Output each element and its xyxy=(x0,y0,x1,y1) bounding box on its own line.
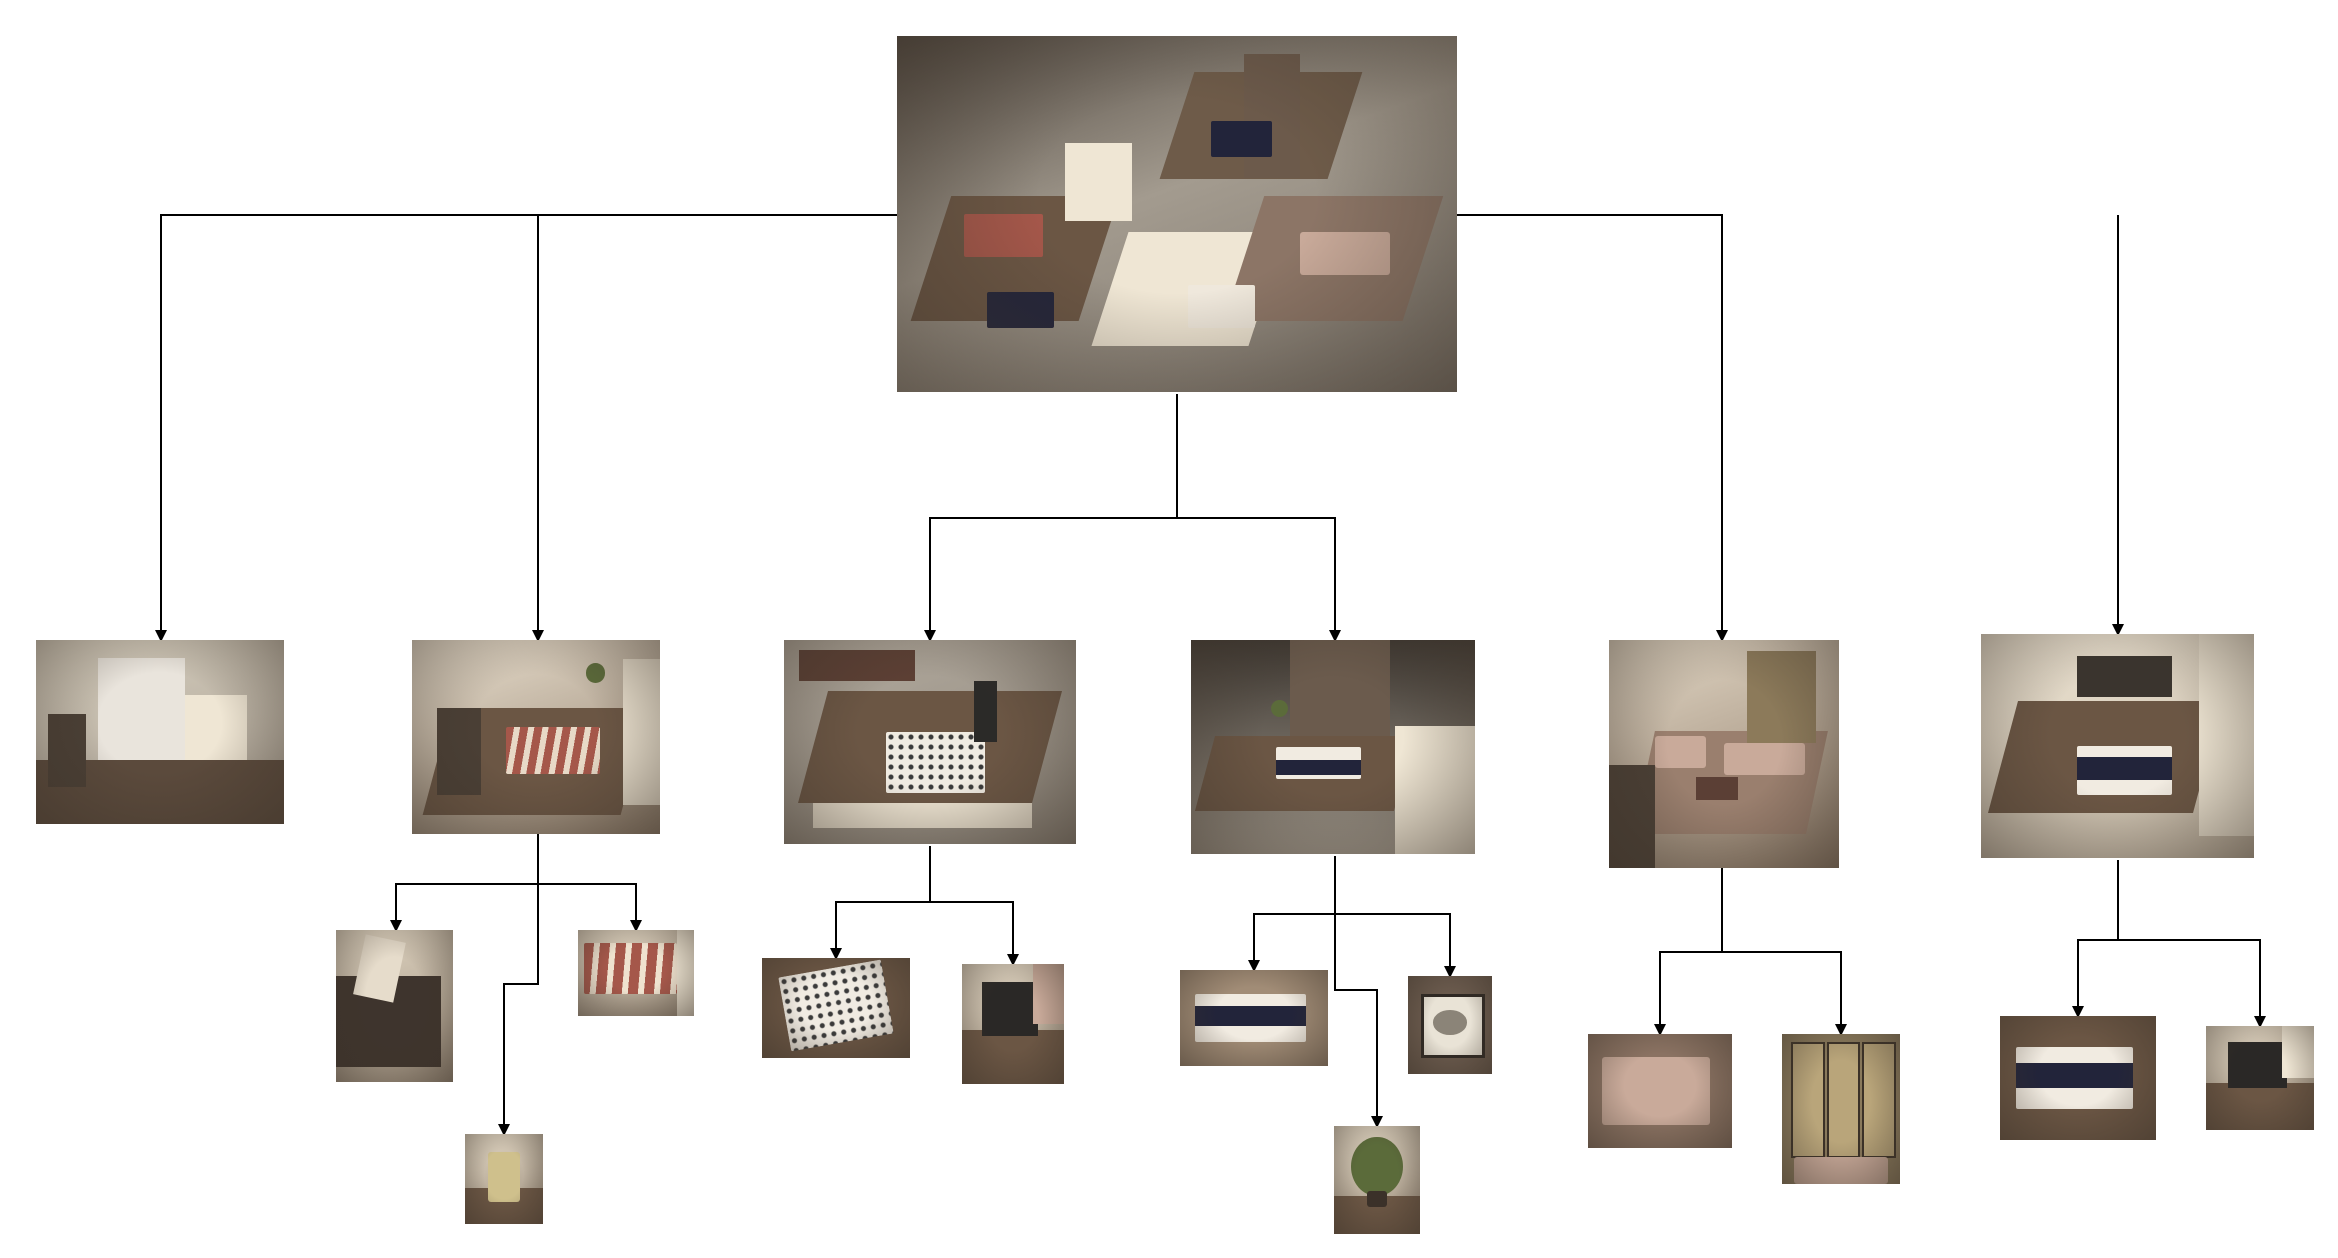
connector-arrow xyxy=(1654,868,1723,1036)
vignette-overlay xyxy=(1782,1034,1900,1184)
node-patterned-bedroom xyxy=(784,640,1076,844)
vignette-overlay xyxy=(2206,1026,2314,1130)
connector-arrow xyxy=(1722,951,1847,1036)
vignette-overlay xyxy=(578,930,694,1016)
node-tv-cabinet xyxy=(962,964,1064,1084)
armchair-icon xyxy=(1588,1034,1732,1148)
vignette-overlay xyxy=(762,958,910,1058)
node-wardrobe xyxy=(336,930,453,1082)
bed-icon xyxy=(578,930,694,1016)
node-bathroom xyxy=(36,640,284,824)
connector-arrow xyxy=(924,394,1178,642)
node-navy-bed xyxy=(1180,970,1328,1066)
bedroom-icon xyxy=(412,640,660,834)
node-potted-plant xyxy=(1334,1126,1420,1234)
vignette-overlay xyxy=(1588,1034,1732,1148)
node-floral-bed xyxy=(762,958,910,1058)
vignette-overlay xyxy=(897,36,1457,392)
bedroom-icon xyxy=(1191,640,1475,854)
bedroom-icon xyxy=(1981,634,2254,858)
connector-arrow xyxy=(930,901,1019,966)
connector-arrow xyxy=(1334,914,1383,1128)
connector-arrow xyxy=(2072,860,2119,1018)
node-tv-stand xyxy=(2206,1026,2314,1130)
node-master-bedroom xyxy=(1191,640,1475,854)
vignette-overlay xyxy=(1609,640,1839,868)
wardrobe-icon xyxy=(336,930,453,1082)
node-kids-bedroom xyxy=(412,640,660,834)
bedroom-icon xyxy=(784,640,1076,844)
vignette-overlay xyxy=(465,1134,543,1224)
node-wall-painting xyxy=(1408,976,1492,1074)
node-striped-bed xyxy=(578,930,694,1016)
connector-arrow xyxy=(1248,856,1336,972)
chair-icon xyxy=(465,1134,543,1224)
floorplan-icon xyxy=(897,36,1457,392)
node-armchair xyxy=(1588,1034,1732,1148)
node-living-room xyxy=(1609,640,1839,868)
plant-icon xyxy=(1334,1126,1420,1234)
vignette-overlay xyxy=(2000,1016,2156,1140)
connector-lines xyxy=(155,214,2266,1136)
bed-icon xyxy=(1180,970,1328,1066)
window-icon xyxy=(1782,1034,1900,1184)
node-window-panel xyxy=(1782,1034,1900,1184)
node-root xyxy=(897,36,1457,392)
connector-arrow xyxy=(155,214,897,642)
vignette-overlay xyxy=(1191,640,1475,854)
sofa-icon xyxy=(1609,640,1839,868)
bathroom-icon xyxy=(36,640,284,824)
vignette-overlay xyxy=(336,930,453,1082)
bed-icon xyxy=(2000,1016,2156,1140)
vignette-overlay xyxy=(36,640,284,824)
bed-icon xyxy=(762,958,910,1058)
tv-icon xyxy=(2206,1026,2314,1130)
node-navy-bedroom xyxy=(1981,634,2254,858)
connector-arrow xyxy=(1457,214,1728,642)
vignette-overlay xyxy=(1334,1126,1420,1234)
connector-arrow xyxy=(1335,913,1456,978)
node-chair xyxy=(465,1134,543,1224)
vignette-overlay xyxy=(1408,976,1492,1074)
painting-icon xyxy=(1408,976,1492,1074)
vignette-overlay xyxy=(784,640,1076,844)
vignette-overlay xyxy=(1180,970,1328,1066)
tv-icon xyxy=(962,964,1064,1084)
vignette-overlay xyxy=(412,640,660,834)
connector-arrow xyxy=(830,846,931,960)
node-double-bed xyxy=(2000,1016,2156,1140)
connector-arrow xyxy=(538,883,642,932)
connector-arrow xyxy=(2118,939,2266,1028)
vignette-overlay xyxy=(1981,634,2254,858)
connector-arrow xyxy=(498,884,539,1136)
vignette-overlay xyxy=(962,964,1064,1084)
connector-arrow xyxy=(1177,517,1341,642)
connector-arrow xyxy=(390,834,539,932)
